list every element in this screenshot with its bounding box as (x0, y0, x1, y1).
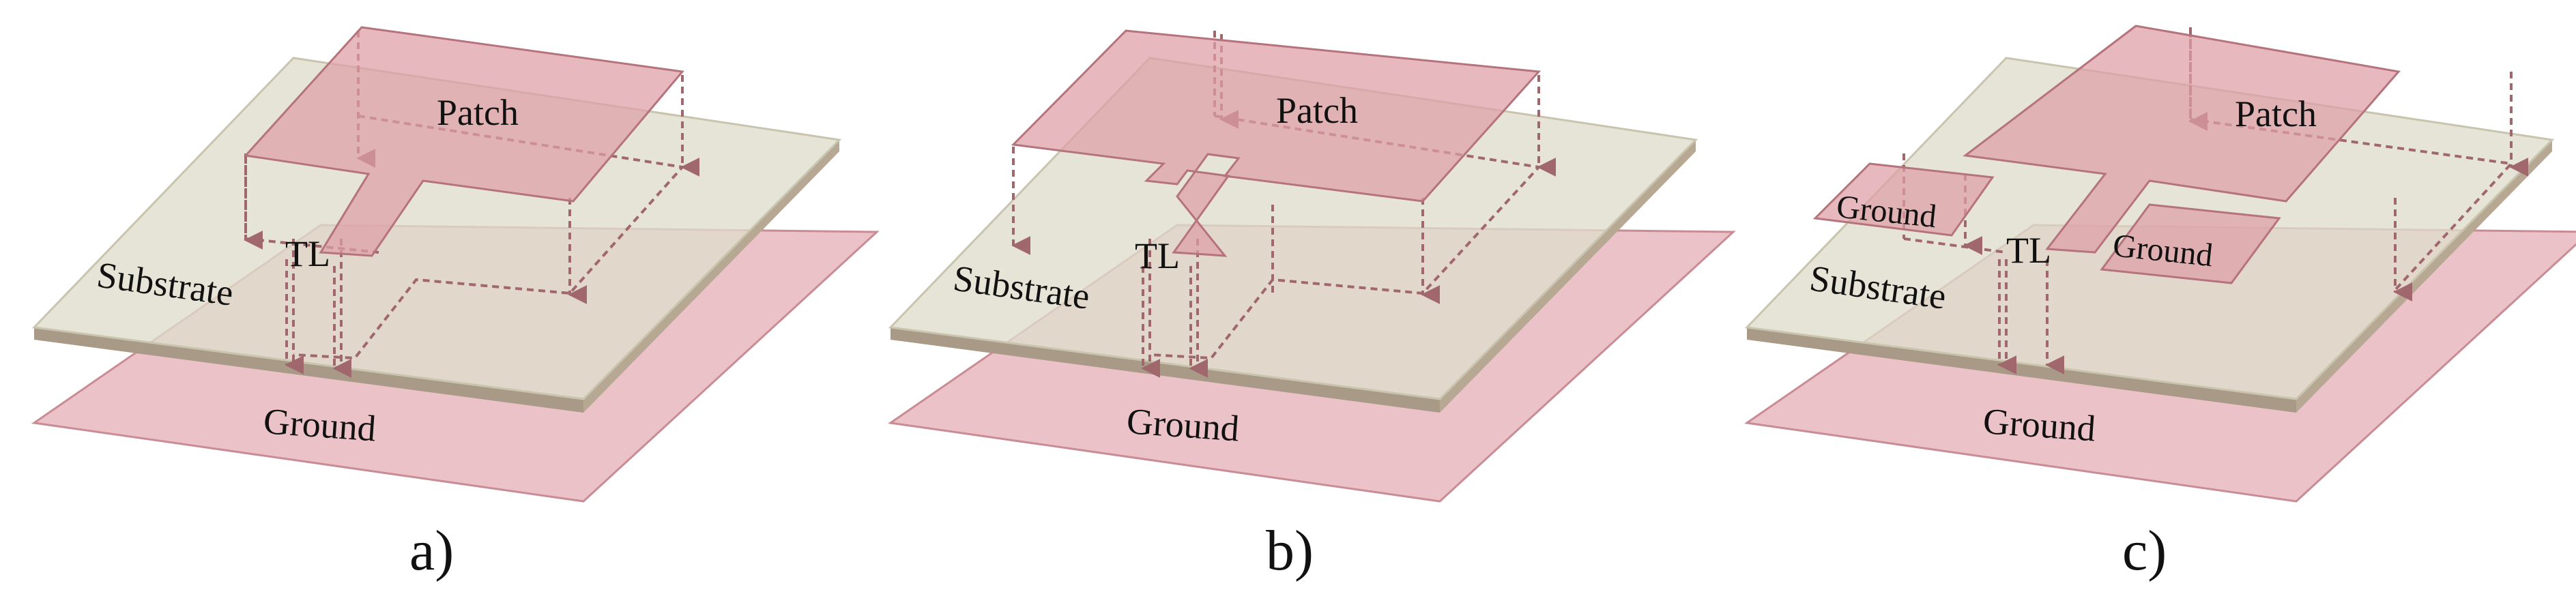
substrate-edge (1747, 327, 2296, 413)
caption-b: b) (1266, 519, 1314, 582)
substrate-edge-right (583, 140, 839, 413)
label-tl: TL (2006, 230, 2051, 271)
patch (244, 26, 684, 257)
substrate-top (31, 57, 842, 400)
label-ground: Ground (1982, 400, 2097, 449)
patch (1963, 25, 2401, 254)
substrate-edge (891, 327, 1440, 413)
coplanar-ground-right (2100, 203, 2281, 284)
label-patch: Patch (2235, 93, 2317, 134)
label-patch: Patch (1276, 90, 1358, 131)
substrate-edge-right (2296, 140, 2552, 413)
panel-a: Patch TL Substrate Ground a) (31, 26, 880, 582)
panel-b: Patch TL Substrate Ground b) (887, 29, 1736, 582)
coplanar-ground-left (1812, 162, 1995, 237)
label-ground: Ground (262, 400, 377, 449)
label-tl: TL (1135, 235, 1180, 276)
caption-a: a) (409, 519, 454, 582)
panel-c: Patch Ground Ground TL Substrate Ground … (1743, 25, 2576, 582)
label-patch: Patch (437, 92, 519, 133)
label-ground: Ground (1125, 400, 1241, 449)
substrate-edge (34, 327, 583, 413)
caption-c: c) (2122, 519, 2167, 582)
patch (1011, 29, 1542, 257)
substrate-edge-right (1440, 140, 1696, 413)
label-tl: TL (285, 233, 330, 274)
